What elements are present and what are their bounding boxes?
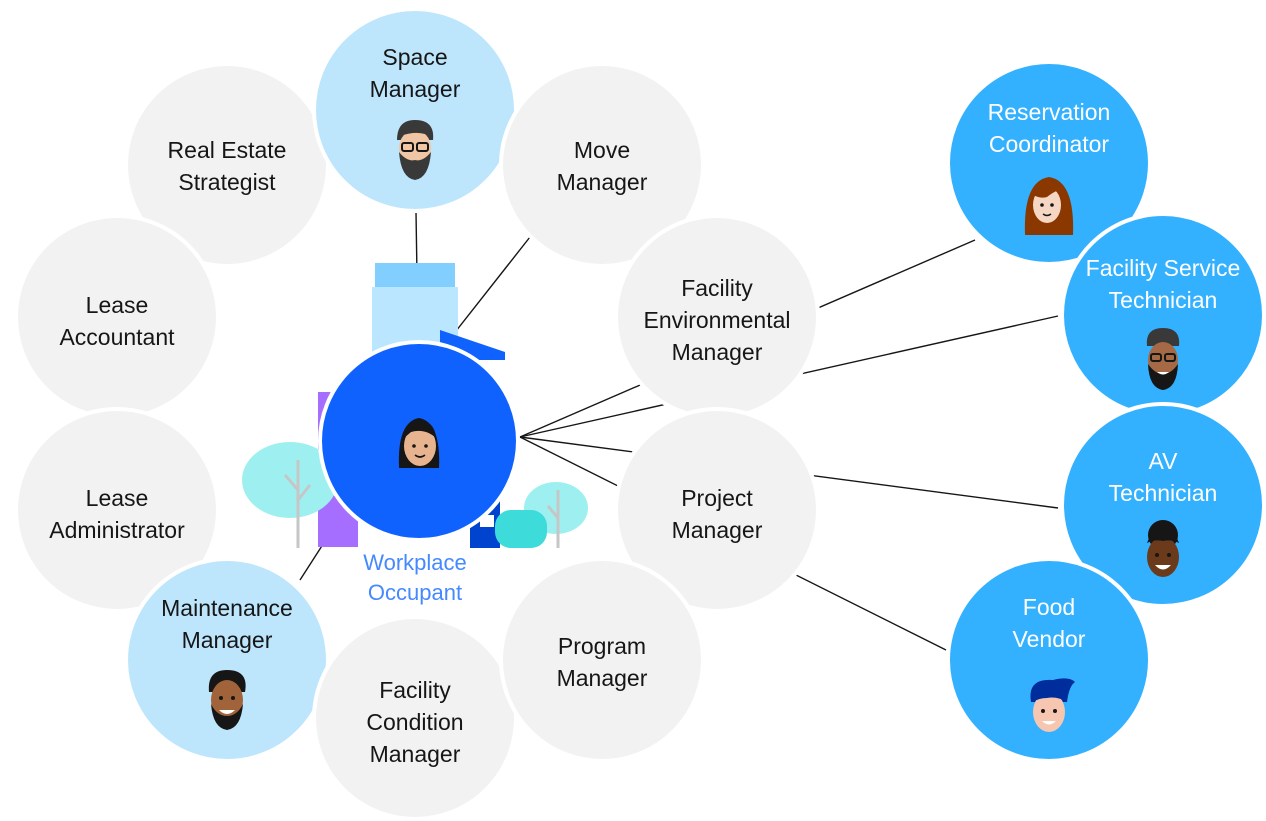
role-label-line: Manager	[556, 169, 648, 195]
role-label-line: Environmental	[643, 307, 791, 333]
workplace-occupant-circle	[318, 340, 520, 542]
man-curly-hair-avatar	[1131, 519, 1195, 589]
man-beard-glasses-avatar	[383, 114, 447, 184]
role-label-line: Project	[681, 485, 753, 511]
role-label-line: Facility Service	[1085, 255, 1241, 281]
role-label-line: Program	[557, 633, 647, 659]
role-label-line: Manager	[671, 339, 763, 365]
workplace-occupant-label: Workplace Occupant	[325, 548, 505, 608]
connector-move-manager	[444, 236, 531, 346]
role-label-line: Administrator	[49, 517, 185, 543]
role-label-line: Manager	[181, 627, 273, 653]
av-technician-label: AV Technician	[1064, 445, 1262, 509]
shrub-right	[495, 510, 547, 548]
man-glasses-beard-avatar	[1131, 324, 1195, 394]
role-label-line: AV	[1148, 448, 1178, 474]
role-label-line: Vendor	[1012, 626, 1086, 652]
role-label-line: Move	[573, 137, 631, 163]
role-label-line: Condition	[366, 709, 464, 735]
role-label-line: Strategist	[178, 169, 276, 195]
role-label-line: Technician	[1108, 287, 1218, 313]
role-label-line: Facility	[379, 677, 451, 703]
role-label-line: Manager	[369, 76, 461, 102]
woman-auburn-hair-avatar	[1017, 169, 1081, 239]
role-label-line: Lease	[85, 485, 149, 511]
role-label-line: Manager	[671, 517, 763, 543]
role-label-line: Food	[1022, 594, 1076, 620]
role-label-line: Reservation	[987, 99, 1111, 125]
man-smiling-avatar	[195, 664, 259, 734]
role-label-line: Lease	[85, 292, 149, 318]
man-blue-hair-avatar	[1017, 674, 1081, 744]
occupant-label-line: Occupant	[367, 580, 463, 605]
role-label-line: Facility	[681, 275, 753, 301]
role-label-line: Maintenance	[161, 595, 293, 621]
role-label-line: Manager	[556, 665, 648, 691]
role-label-line: Coordinator	[988, 131, 1110, 157]
role-label-line: Technician	[1108, 480, 1218, 506]
occupant-label-line: Workplace	[363, 550, 467, 575]
role-label-line: Space	[382, 44, 448, 70]
role-label-line: Accountant	[59, 324, 175, 350]
role-label-line: Manager	[369, 741, 461, 767]
role-label-line: Real Estate	[167, 137, 287, 163]
woman-long-black-hair-avatar	[387, 408, 451, 478]
